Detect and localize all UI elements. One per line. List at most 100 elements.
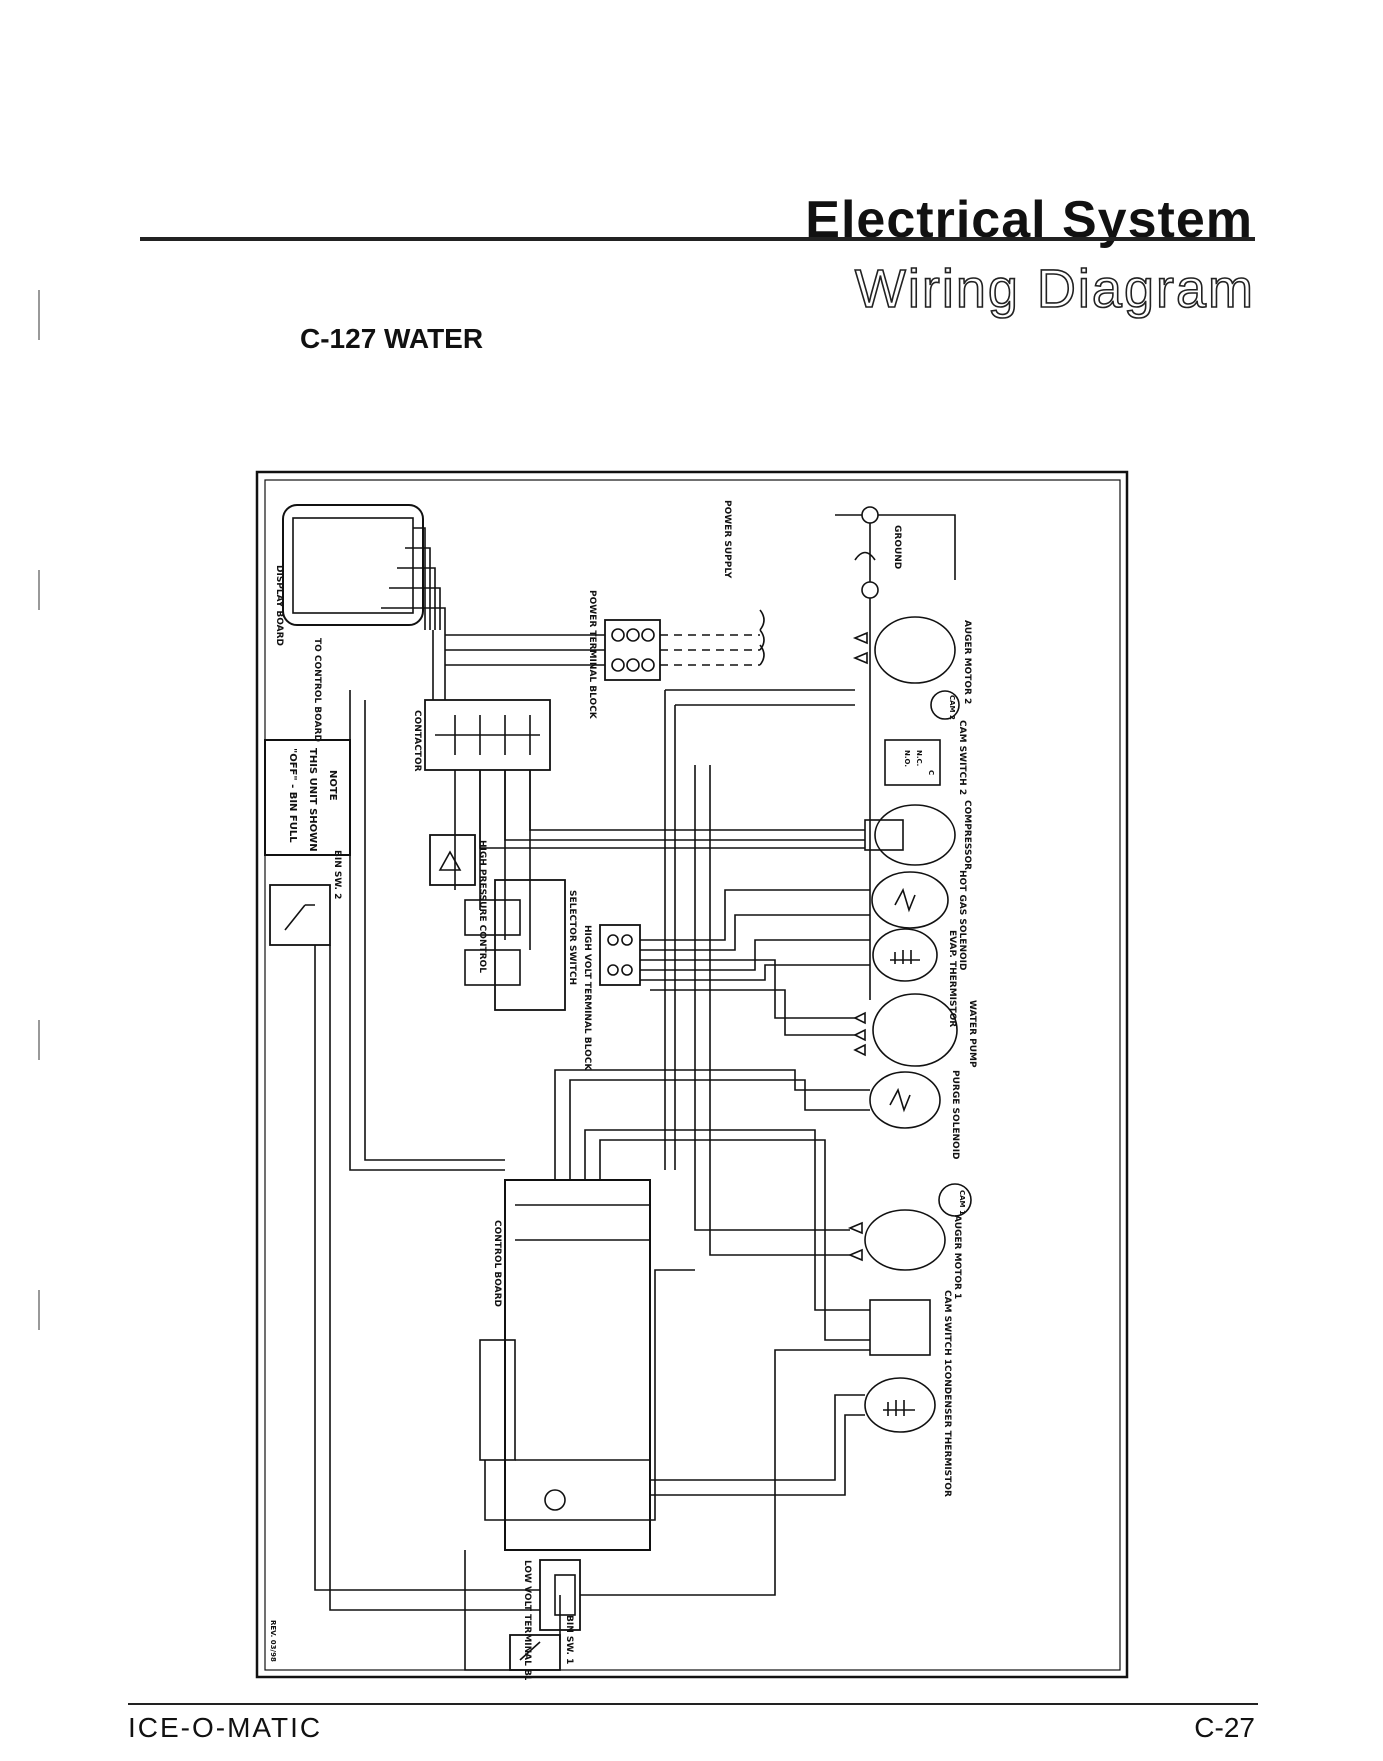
label-revision: REV. 03/98 bbox=[269, 1620, 277, 1662]
terminal-screw bbox=[611, 658, 625, 672]
label-ground: GROUND bbox=[892, 525, 902, 569]
scan-edge-mark bbox=[38, 570, 40, 610]
label-bin-switch-1: BIN SW. 1 bbox=[564, 1615, 574, 1664]
low-volt-terminal-block-inner bbox=[554, 1574, 576, 1616]
wires-cam-switch-1 bbox=[584, 1129, 870, 1341]
display-board-inner bbox=[292, 517, 414, 614]
auger-motor-1 bbox=[864, 1209, 946, 1271]
power-supply-leads bbox=[660, 634, 760, 666]
ground-symbol bbox=[854, 551, 876, 561]
header-rule bbox=[140, 237, 1255, 241]
label-bin-switch-2: BIN SW. 2 bbox=[332, 850, 342, 899]
wires-bin-switch-1 bbox=[559, 1349, 870, 1640]
terminal-screw bbox=[607, 934, 619, 946]
label-condenser-thermistor: CONDENSER THERMISTOR bbox=[942, 1365, 952, 1497]
diagram-inner-frame bbox=[264, 479, 1121, 1671]
note-line-2: "OFF" - BIN FULL bbox=[287, 748, 298, 843]
wires-control-connector bbox=[484, 1269, 695, 1521]
label-selector-switch: SELECTOR SWITCH bbox=[567, 890, 577, 985]
label-contactor: CONTACTOR bbox=[412, 710, 422, 772]
control-board-led bbox=[544, 1489, 566, 1511]
scan-edge-mark bbox=[38, 290, 40, 340]
label-cam-switch-2: CAM SWITCH 2 bbox=[957, 720, 967, 795]
label-cam-switch-1: CAM SWITCH 1 bbox=[942, 1290, 952, 1365]
cam-switch-1 bbox=[869, 1299, 931, 1356]
label-cam-1: CAM 1 bbox=[958, 1190, 966, 1215]
label-cam-2: CAM 2 bbox=[948, 695, 956, 720]
footer-rule bbox=[128, 1703, 1258, 1705]
purge-solenoid bbox=[869, 1071, 941, 1129]
diagram-frame bbox=[255, 470, 1129, 1679]
label-auger-motor-1: AUGER MOTOR 1 bbox=[952, 1215, 962, 1299]
wires-bin-switch-2 bbox=[314, 945, 540, 1611]
water-pump bbox=[872, 993, 958, 1067]
terminal-screw bbox=[621, 964, 633, 976]
label-water-pump: WATER PUMP bbox=[967, 1000, 977, 1068]
bin-switch-1-lever bbox=[519, 1641, 541, 1661]
footer-page-number: C-27 bbox=[1194, 1712, 1255, 1743]
label-display-board: DISPLAY BOARD bbox=[274, 565, 284, 646]
wires-auger-1 bbox=[694, 765, 850, 1256]
wires-condenser-thermistor bbox=[650, 1394, 865, 1496]
label-auger-motor-2: AUGER MOTOR 2 bbox=[962, 620, 972, 704]
label-high-volt-terminal-block: HIGH VOLT TERMINAL BLOCK bbox=[582, 925, 592, 1071]
wires-low-volt bbox=[464, 1550, 540, 1671]
selector-switch-contact bbox=[464, 949, 521, 986]
control-board-rails bbox=[515, 1204, 650, 1461]
selector-switch-contact bbox=[464, 899, 521, 936]
wires-power-contactor bbox=[445, 634, 605, 666]
display-board-wires bbox=[381, 527, 446, 630]
display-board bbox=[282, 504, 424, 626]
footer-brand: ICE-O-MATIC bbox=[128, 1712, 323, 1743]
evap-thermistor-symbol bbox=[890, 950, 920, 964]
high-pressure-control bbox=[429, 834, 476, 886]
wires-auger-2 bbox=[664, 689, 855, 1170]
purge-coil bbox=[889, 1087, 911, 1113]
control-board-connector bbox=[479, 1339, 516, 1461]
evap-thermistor bbox=[872, 928, 938, 982]
label-high-pressure-control: HIGH PRESSURE CONTROL bbox=[477, 840, 487, 973]
bin-switch-2-lever bbox=[284, 904, 315, 931]
wires-water-pump bbox=[640, 959, 855, 1036]
wiring-diagram: DISPLAY BOARD TO CONTROL BOARD CONTACTOR… bbox=[255, 470, 1130, 1704]
hot-gas-coil bbox=[894, 887, 916, 913]
label-to-control-board: TO CONTROL BOARD bbox=[312, 638, 322, 742]
label-purge-solenoid: PURGE SOLENOID bbox=[950, 1070, 960, 1160]
control-board bbox=[504, 1179, 651, 1551]
page-subtitle: Wiring Diagram bbox=[854, 258, 1255, 320]
terminal-screw bbox=[621, 934, 633, 946]
condenser-thermistor-symbol bbox=[883, 1400, 915, 1416]
bin-switch-1 bbox=[509, 1634, 561, 1671]
water-pump-connectors bbox=[853, 1011, 866, 1057]
wires-purge bbox=[554, 1069, 870, 1180]
cam-1 bbox=[938, 1183, 972, 1217]
scan-edge-mark bbox=[38, 1020, 40, 1060]
label-compressor: COMPRESSOR bbox=[962, 800, 972, 870]
cam-2 bbox=[930, 690, 960, 720]
auger-motor-2-connectors bbox=[852, 631, 868, 665]
cam-switch-2 bbox=[884, 739, 941, 786]
auger-motor-2 bbox=[874, 616, 956, 684]
label-low-volt-terminal-block: LOW VOLT TERMINAL BLOCK bbox=[522, 1560, 532, 1680]
scan-edge-mark bbox=[38, 1290, 40, 1330]
label-nc: N.C. bbox=[915, 750, 923, 766]
wiring-diagram-svg: DISPLAY BOARD TO CONTROL BOARD CONTACTOR… bbox=[255, 470, 1129, 1704]
terminal-screw bbox=[626, 658, 640, 672]
wires-hot-gas bbox=[640, 889, 870, 951]
terminal-screw bbox=[641, 628, 655, 642]
high-pressure-symbol bbox=[438, 850, 462, 871]
terminal-screw bbox=[611, 628, 625, 642]
compressor-terminals bbox=[864, 819, 904, 851]
wires-compressor bbox=[479, 770, 865, 849]
wires-evap bbox=[640, 939, 870, 981]
note-heading: NOTE bbox=[327, 770, 338, 801]
ground-terminal bbox=[861, 506, 879, 524]
contactor bbox=[424, 699, 551, 771]
condenser-thermistor bbox=[864, 1377, 936, 1433]
note-line-1: THIS UNIT SHOWN bbox=[307, 748, 318, 852]
contactor-contacts bbox=[435, 715, 540, 755]
compressor bbox=[874, 804, 956, 866]
wires-display-control bbox=[349, 690, 505, 1171]
label-power-terminal-block: POWER TERMINAL BLOCK bbox=[587, 590, 597, 720]
label-evap-thermistor: EVAP. THERMISTOR bbox=[947, 930, 957, 1027]
